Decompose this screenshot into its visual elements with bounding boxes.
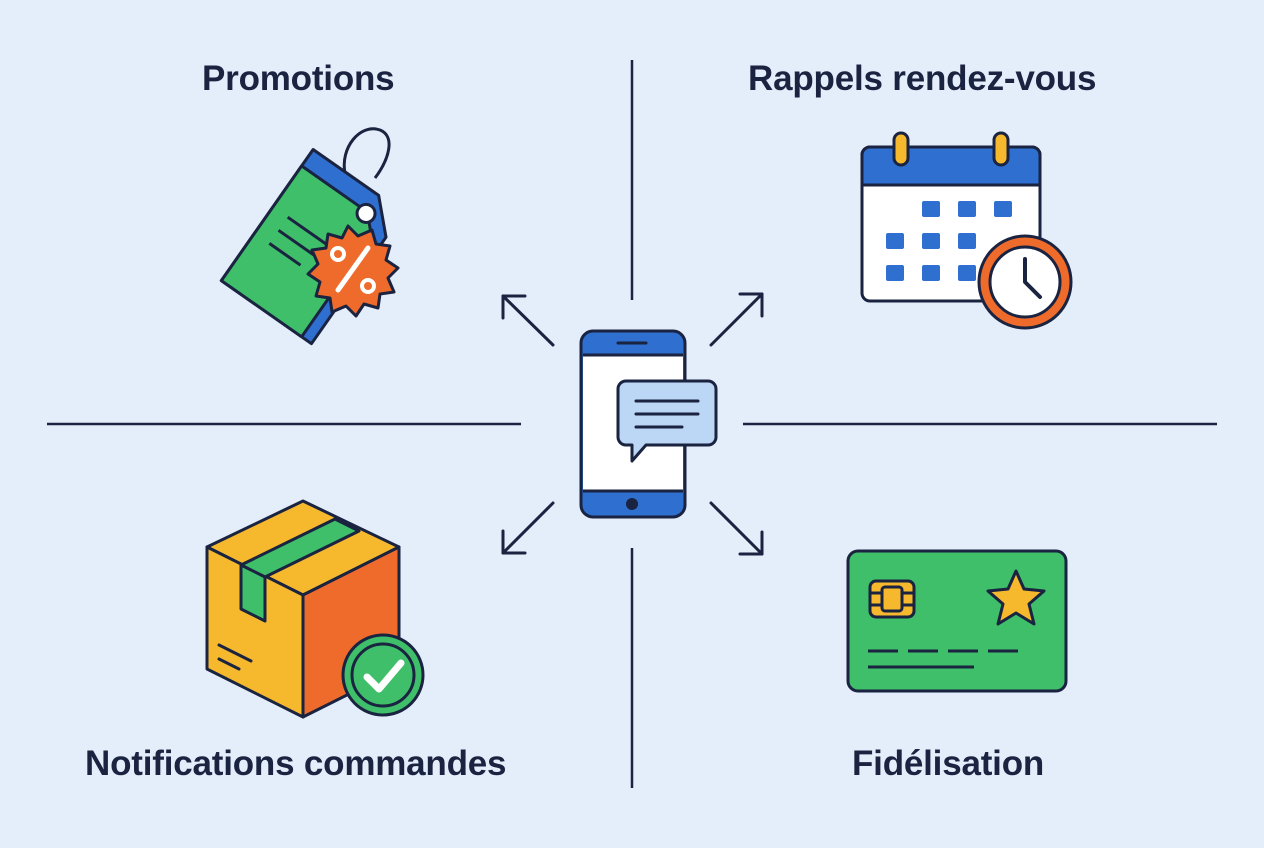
price-tag-percent-icon bbox=[219, 127, 400, 346]
percent-badge bbox=[306, 224, 400, 318]
label-fidelisation: Fidélisation bbox=[852, 744, 1045, 783]
arrow-bottom-left bbox=[501, 501, 555, 555]
label-promotions: Promotions bbox=[202, 59, 395, 98]
arrow-top-right bbox=[709, 292, 764, 347]
smartphone-message-icon bbox=[579, 329, 718, 519]
package-check-icon bbox=[205, 499, 425, 719]
arrow-top-left bbox=[501, 294, 555, 347]
arrow-bottom-right bbox=[709, 501, 764, 556]
label-notifications-commandes: Notifications commandes bbox=[85, 744, 507, 783]
loyalty-card-star-icon bbox=[846, 549, 1068, 693]
calendar-clock-icon bbox=[860, 131, 1073, 330]
label-rappels-rendez-vous: Rappels rendez-vous bbox=[748, 59, 1097, 98]
